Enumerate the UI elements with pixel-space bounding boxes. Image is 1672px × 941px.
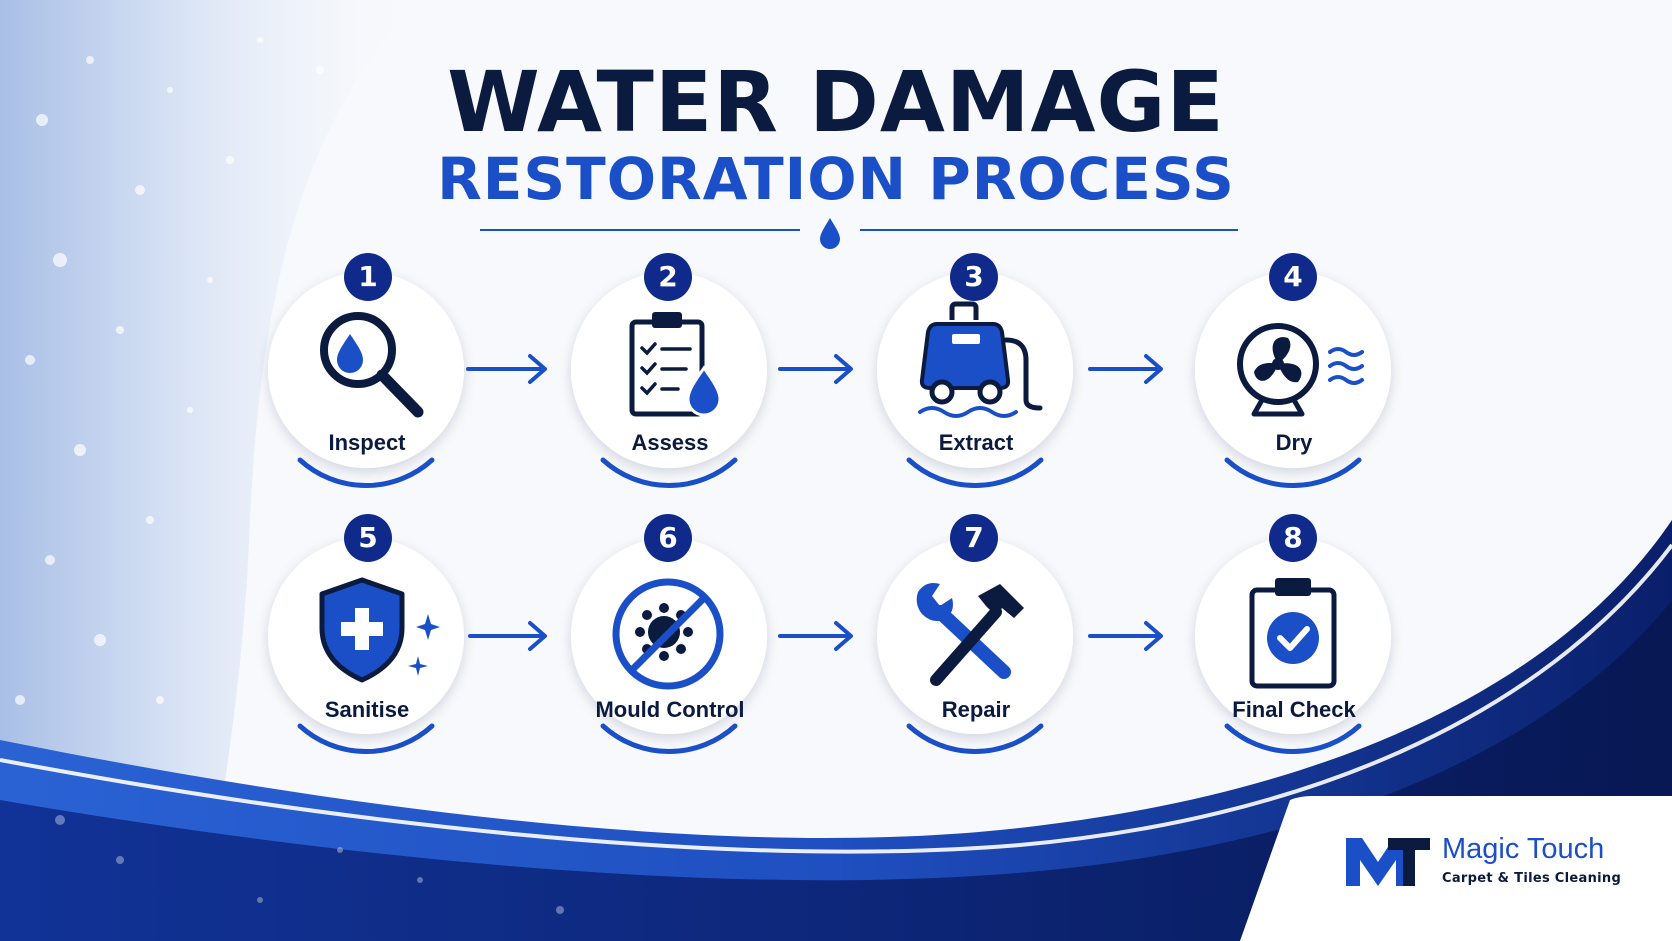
step-label-4: Dry [1275, 430, 1313, 455]
step-label-1: Inspect [328, 430, 406, 455]
step-badge-6 [644, 514, 692, 562]
clipboard-checklist-drop-icon [629, 312, 722, 417]
arrow-2-3 [778, 354, 853, 384]
step-badge-2 [644, 253, 692, 301]
step-number-3: 3 [964, 260, 984, 293]
step-label-7: Repair [941, 697, 1011, 722]
step-label-3: Extract [938, 430, 1014, 455]
air-mover-fan-icon [1237, 323, 1364, 417]
step-number-8: 8 [1283, 521, 1303, 554]
divider-drop-icon [820, 218, 840, 249]
brand-panel [1240, 796, 1672, 941]
wrench-hammer-icon [916, 583, 1024, 686]
step-label-6: Mould Control [595, 697, 745, 722]
step-badge-4 [1269, 253, 1317, 301]
step-badge-1 [344, 253, 392, 301]
title-line-2: RESTORATION PROCESS [437, 145, 1235, 213]
shield-plus-sparkle-icon [319, 577, 440, 683]
step-label-5: Sanitise [324, 697, 410, 722]
arrow-1-2 [466, 354, 547, 384]
arrow-6-7 [778, 621, 853, 651]
mt-logo-icon [1346, 838, 1430, 886]
brand-tagline: Carpet & Tiles Cleaning [1442, 871, 1622, 886]
step-badge-5 [344, 514, 392, 562]
step-label-2: Assess [631, 430, 709, 455]
step-number-7: 7 [964, 521, 984, 554]
clipboard-check-icon [1249, 578, 1337, 689]
step-number-2: 2 [658, 260, 678, 293]
magnifier-water-drop-icon [320, 312, 424, 418]
brand-name: Magic Touch [1442, 833, 1605, 865]
title-line-1: WATER DAMAGE [447, 53, 1225, 151]
step-number-5: 5 [358, 521, 378, 554]
step-label-8: Final Check [1232, 697, 1356, 722]
water-extractor-machine-icon [918, 301, 1043, 418]
arrow-3-4 [1088, 354, 1163, 384]
no-mould-icon [612, 578, 724, 690]
arrow-7-8 [1088, 621, 1163, 651]
step-badge-8 [1269, 514, 1317, 562]
step-number-6: 6 [658, 521, 678, 554]
step-number-1: 1 [358, 260, 378, 293]
step-badge-3 [950, 253, 998, 301]
step-badge-7 [950, 514, 998, 562]
arrow-5-6 [468, 621, 547, 651]
step-number-4: 4 [1283, 260, 1303, 293]
